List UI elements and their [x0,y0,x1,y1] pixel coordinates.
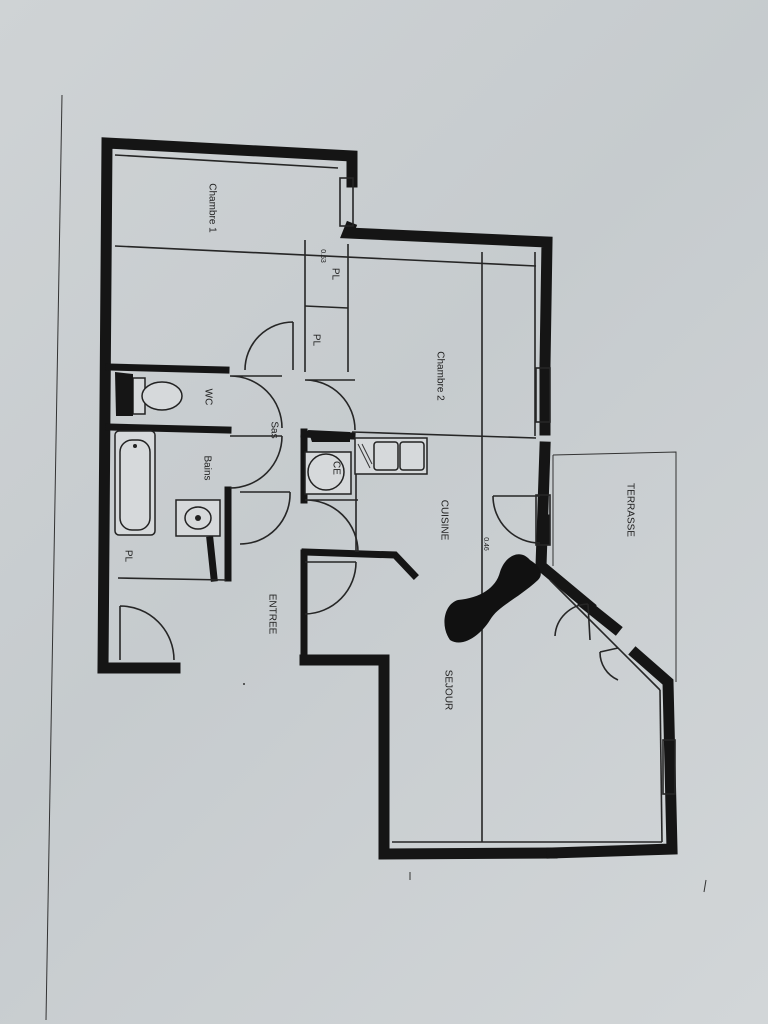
exterior-walls [97,137,678,860]
room-label-sejour: SEJOUR [442,670,453,711]
room-label-terrasse: TERRASSE [624,483,635,537]
room-label-wc: WC [202,389,213,406]
room-label-chambre1: Chambre 1 [206,183,217,233]
partitions [114,154,677,843]
dimension-label-1: 0.53 [319,249,326,263]
bathtub-icon [114,430,156,536]
room-label-bains: Bains [201,455,212,480]
kitchen-sink-icon [354,437,428,475]
fixtures [114,372,541,643]
closet-label-ce: CE [330,461,341,475]
toilet-icon [115,372,183,416]
washbasin-icon [175,499,221,537]
closet-labels: PL PL PL CE [122,268,341,563]
page-margin-line [45,94,63,1021]
dimension-labels: 0.53 0.46 [319,249,489,551]
closet-label-pl-b: PL [310,334,321,347]
fireplace-icon [444,554,541,643]
closet-label-pl-c: PL [122,550,133,563]
room-label-chambre2: Chambre 2 [434,351,445,401]
wall-niche [308,430,350,442]
room-label-sas: Sas [268,421,279,438]
windows [339,177,676,795]
room-labels: Chambre 1 Chambre 2 WC Sas Bains ENTREE … [201,183,635,710]
room-label-cuisine: CUISINE [438,500,449,541]
room-label-entree: ENTREE [266,594,277,635]
dimension-label-2: 0.46 [482,537,489,551]
paper-marks [243,683,707,893]
closet-label-pl-a: PL [329,268,340,281]
door-swings [119,321,619,681]
water-heater-icon [304,451,352,495]
